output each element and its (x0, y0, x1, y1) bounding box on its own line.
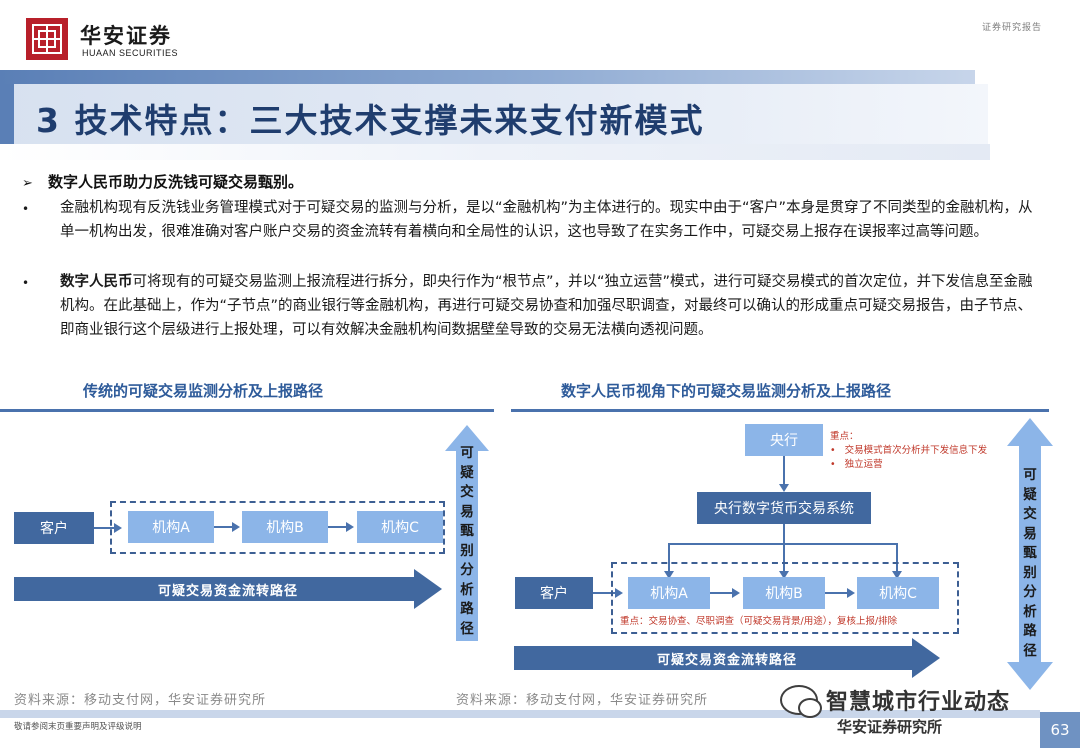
arrow-down-icon (892, 571, 902, 579)
right-customer-box: 客户 (515, 577, 593, 609)
arrow-down-icon (779, 571, 789, 579)
left-diagram-rule (0, 409, 494, 412)
company-name-english: HUAAN SECURITIES (82, 48, 179, 58)
watermark: 智慧城市行业动态 (780, 684, 1011, 718)
arrow-right-icon (232, 522, 240, 532)
section-headline: ➢ 数字人民币助力反洗钱可疑交易甄别。 (22, 171, 303, 192)
arrow-right-icon (114, 523, 122, 533)
title-band-accent (0, 84, 14, 144)
cbdc-system-box: 央行数字货币交易系统 (697, 492, 871, 524)
wechat-icon (780, 685, 822, 718)
arrow-down-icon (779, 484, 789, 492)
left-vertical-arrow (445, 425, 489, 641)
left-institution-c: 机构C (357, 511, 443, 543)
right-diagram-caption: 数字人民币视角下的可疑交易监测分析及上报路径 (561, 382, 892, 400)
bullet-2-text: 可将现有的可疑交易监测上报流程进行拆分，即央行作为“根节点”，并以“独立运营”模… (60, 274, 1033, 338)
arrow-right-icon (732, 588, 740, 598)
title-band-bottom (0, 144, 990, 160)
left-vertical-label: 可疑交易甄别分析路径 (460, 445, 474, 637)
footer-band (0, 710, 1040, 718)
title-band (0, 84, 988, 144)
arrow-down-icon (664, 571, 674, 579)
left-diagram-caption: 传统的可疑交易监测分析及上报路径 (83, 382, 324, 400)
left-source-note: 资料来源：移动支付网，华安证券研究所 (14, 693, 267, 708)
right-institution-b: 机构B (743, 577, 825, 609)
right-vertical-double-arrow (1007, 418, 1053, 690)
bullet-dot-icon: • (22, 276, 30, 290)
right-fund-flow-arrow: 可疑交易资金流转路径 (514, 638, 940, 678)
left-institution-a: 机构A (128, 511, 214, 543)
left-customer-box: 客户 (14, 512, 94, 544)
page-title: 3 技术特点：三大技术支撑未来支付新模式 (36, 101, 705, 140)
company-name: 华安证券 (80, 23, 172, 48)
left-fund-flow-label: 可疑交易资金流转路径 (157, 583, 298, 599)
left-institution-group (110, 501, 445, 554)
arrow-right-icon (346, 522, 354, 532)
right-source-note: 资料来源：移动支付网，华安证券研究所 (456, 693, 709, 708)
arrow-right-icon (615, 588, 623, 598)
right-diagram-rule (511, 409, 1049, 412)
footer-firm-name: 华安证券研究所 (837, 718, 943, 736)
bullet-dot-icon: • (22, 202, 30, 216)
title-band-top (0, 70, 975, 84)
page-number: 63 (1040, 712, 1080, 748)
bullet-2-lead: 数字人民币 (60, 274, 133, 290)
central-bank-key-points: 重点： • 交易模式首次分析并下发信息下发 • 独立运营 (830, 431, 988, 470)
right-vertical-label: 可疑交易甄别分析路径 (1023, 467, 1037, 659)
right-fund-flow-label: 可疑交易资金流转路径 (656, 652, 797, 668)
institution-key-points: 重点：交易协查、尽职调查（可疑交易背景/用途），复核上报/排除 (620, 616, 898, 627)
bullet-1-text: 金融机构现有反洗钱业务管理模式对于可疑交易的监测与分析，是以“金融机构”为主体进… (60, 200, 1033, 240)
right-institution-c: 机构C (857, 577, 939, 609)
headline-text: 数字人民币助力反洗钱可疑交易甄别。 (48, 173, 304, 191)
right-institution-a: 机构A (628, 577, 710, 609)
right-institution-group (611, 562, 959, 634)
central-bank-box: 央行 (745, 424, 823, 456)
report-type-label: 证券研究报告 (981, 23, 1042, 33)
arrow-right-icon (847, 588, 855, 598)
watermark-text: 智慧城市行业动态 (826, 690, 1011, 715)
company-logo-icon (26, 18, 68, 60)
arrow-bullet-icon: ➢ (22, 176, 33, 191)
left-fund-flow-arrow: 可疑交易资金流转路径 (14, 569, 442, 609)
footer-disclaimer: 敬请参阅末页重要声明及评级说明 (14, 722, 142, 732)
left-institution-b: 机构B (242, 511, 328, 543)
